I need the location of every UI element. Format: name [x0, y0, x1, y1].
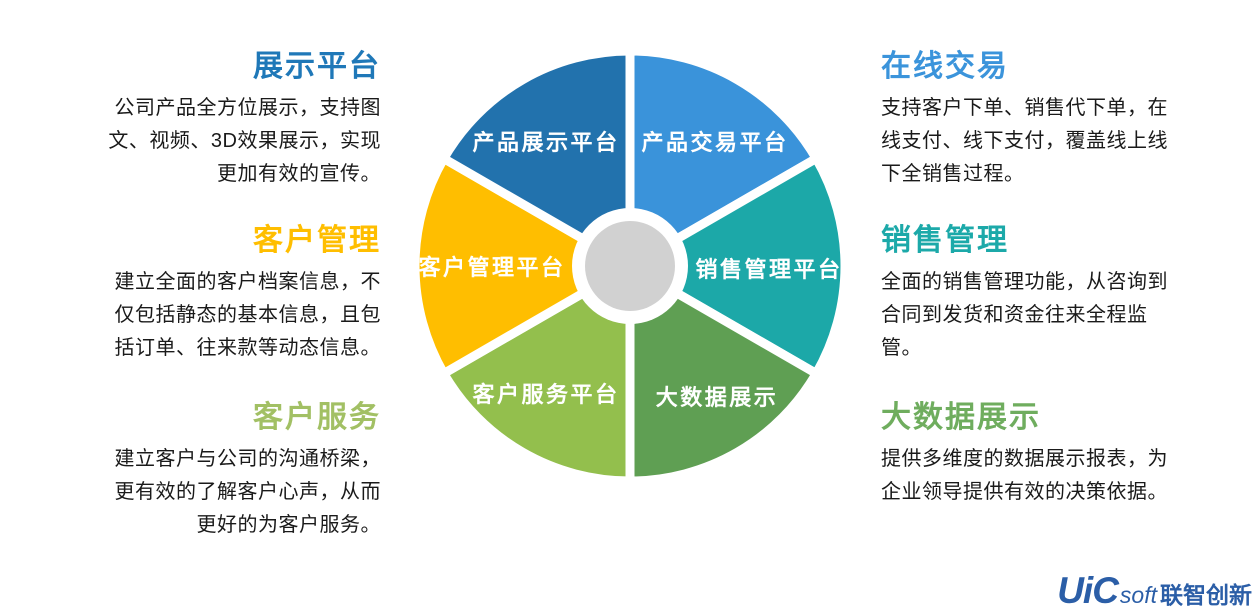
section-body: 全面的销售管理功能，从咨询到合同到发货和资金往来全程监管。 [881, 271, 1168, 359]
pie-label-product-trade: 产品交易平台 [641, 130, 788, 155]
section-body: 支持客户下单、销售代下单，在线支付、线下支付，覆盖线上线下全销售过程。 [881, 97, 1168, 185]
logo-chinese-text: 联智创新 [1160, 582, 1252, 608]
pie-segment-product-trade [625, 46, 823, 274]
section-heading: 在线交易 [881, 50, 1009, 83]
pie-label-sales-management: 销售管理平台 [695, 257, 842, 282]
pie-segment-product-display [437, 46, 635, 274]
section-heading: 大数据展示 [881, 401, 1041, 434]
section-heading: 展示平台 [253, 50, 381, 83]
section-body: 公司产品全方位展示，支持图文、视频、3D效果展示，实现更加有效的宣传。 [108, 97, 381, 185]
logo-brand-text: UiC [1057, 570, 1119, 611]
section-body: 提供多维度的数据展示报表，为企业领导提供有效的决策依据。 [881, 448, 1168, 503]
section-sales-management: 销售管理 全面的销售管理功能，从咨询到合同到发货和资金往来全程监管。 [881, 224, 1176, 365]
pie-label-product-display: 产品展示平台 [472, 130, 619, 155]
section-bigdata-display: 大数据展示 提供多维度的数据展示报表，为企业领导提供有效的决策依据。 [881, 401, 1176, 509]
section-customer-management: 客户管理 建立全面的客户档案信息，不仅包括静态的基本信息，且包括订单、往来款等动… [100, 224, 381, 365]
pie-label-customer-service: 客户服务平台 [472, 382, 619, 407]
pie-segment-customer-management [410, 152, 640, 380]
pie-segment-bigdata-display [625, 258, 823, 486]
section-heading: 客户服务 [253, 401, 381, 434]
pie-label-customer-management: 客户管理平台 [418, 255, 565, 280]
section-heading: 客户管理 [253, 224, 381, 257]
logo-suffix-text: soft [1119, 582, 1157, 608]
section-body: 建立全面的客户档案信息，不仅包括静态的基本信息，且包括订单、往来款等动态信息。 [114, 271, 381, 359]
platform-pie-diagram: 产品展示平台 产品交易平台 销售管理平台 大数据展示 客户服务平台 客户管理平台 [410, 46, 850, 486]
pie-segment-sales-management [620, 152, 850, 380]
pie-center-hub [585, 221, 675, 311]
section-heading: 销售管理 [881, 224, 1009, 257]
pie-segment-customer-service [437, 258, 635, 486]
section-customer-service: 客户服务 建立客户与公司的沟通桥梁，更有效的了解客户心声，从而更好的为客户服务。 [100, 401, 381, 542]
section-online-trade: 在线交易 支持客户下单、销售代下单，在线支付、线下支付，覆盖线上线下全销售过程。 [881, 50, 1176, 191]
section-display-platform: 展示平台 公司产品全方位展示，支持图文、视频、3D效果展示，实现更加有效的宣传。 [100, 50, 381, 191]
pie-label-bigdata-display: 大数据展示 [656, 385, 779, 410]
section-body: 建立客户与公司的沟通桥梁，更有效的了解客户心声，从而更好的为客户服务。 [114, 448, 381, 536]
